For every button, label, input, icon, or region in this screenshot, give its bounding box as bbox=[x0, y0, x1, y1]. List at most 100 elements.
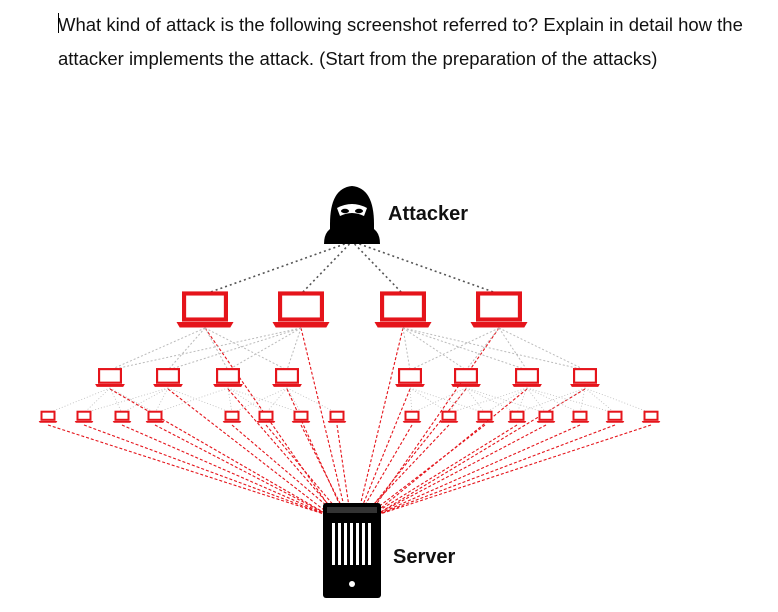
command-link bbox=[359, 243, 500, 295]
attack-line bbox=[357, 388, 411, 517]
bot-laptop-icon bbox=[605, 410, 625, 423]
attack-line bbox=[300, 424, 347, 517]
sub-link bbox=[154, 387, 169, 414]
attack-line bbox=[373, 424, 616, 517]
attack-line bbox=[336, 424, 351, 517]
sub-link bbox=[286, 327, 302, 371]
bot-laptop-icon bbox=[145, 410, 165, 423]
sub-link bbox=[584, 387, 616, 414]
attack-line bbox=[364, 388, 467, 517]
sub-link bbox=[465, 387, 486, 414]
sub-link bbox=[109, 327, 302, 371]
attack-line bbox=[373, 424, 547, 517]
attack-line bbox=[300, 327, 347, 517]
bot-laptop-icon bbox=[256, 410, 276, 423]
attack-line bbox=[227, 388, 339, 517]
server-label: Server bbox=[393, 546, 455, 568]
sub-link bbox=[516, 387, 528, 414]
sub-link bbox=[448, 387, 528, 414]
sub-link bbox=[409, 387, 413, 414]
sub-link bbox=[584, 387, 652, 414]
sub-link bbox=[402, 327, 586, 371]
sub-link bbox=[286, 387, 338, 414]
text-cursor bbox=[58, 13, 59, 33]
sub-link bbox=[402, 327, 467, 371]
bot-laptop-icon bbox=[536, 410, 556, 423]
bot-laptop-icon bbox=[570, 368, 600, 387]
command-link bbox=[204, 243, 345, 295]
sub-link bbox=[109, 387, 123, 414]
sub-link bbox=[109, 387, 156, 414]
sub-link bbox=[227, 387, 302, 414]
bot-laptop-icon bbox=[272, 368, 302, 387]
sub-link bbox=[526, 387, 581, 414]
attack-line bbox=[83, 424, 331, 517]
bot-laptop-icon bbox=[327, 410, 347, 423]
hooded-hacker-icon bbox=[324, 186, 380, 244]
handler-laptop-icon bbox=[176, 291, 234, 328]
handler-laptop-icon bbox=[470, 291, 528, 328]
attack-line bbox=[358, 424, 413, 517]
attack-line bbox=[373, 424, 581, 517]
attack-line bbox=[231, 424, 340, 517]
bot-laptop-icon bbox=[395, 368, 425, 387]
sub-link bbox=[409, 387, 486, 414]
bot-layer bbox=[38, 291, 661, 423]
bot-laptop-icon bbox=[74, 410, 94, 423]
sub-link bbox=[154, 387, 229, 414]
sub-link bbox=[286, 387, 302, 414]
attack-line bbox=[109, 388, 331, 517]
handler-laptop-icon bbox=[374, 291, 432, 328]
server-tower-icon bbox=[323, 503, 381, 598]
sub-link bbox=[402, 327, 411, 371]
bot-laptop-icon bbox=[222, 410, 242, 423]
bot-laptop-icon bbox=[439, 410, 459, 423]
command-link bbox=[300, 243, 351, 295]
sub-link bbox=[83, 387, 111, 414]
attack-line bbox=[204, 327, 337, 517]
sub-link bbox=[47, 387, 111, 414]
bot-laptop-icon bbox=[291, 410, 311, 423]
attack-line bbox=[154, 424, 331, 517]
attack-line bbox=[369, 424, 518, 517]
attack-line bbox=[366, 424, 486, 517]
handler-laptop-icon bbox=[272, 291, 330, 328]
sub-link bbox=[402, 327, 528, 371]
sub-link bbox=[516, 387, 586, 414]
attack-line bbox=[121, 424, 331, 517]
sub-links bbox=[47, 327, 652, 414]
sub-link bbox=[465, 327, 500, 371]
command-links bbox=[204, 243, 500, 295]
bot-laptop-icon bbox=[95, 368, 125, 387]
sub-link bbox=[409, 327, 500, 371]
bot-laptop-icon bbox=[475, 410, 495, 423]
sub-link bbox=[265, 387, 288, 414]
bot-laptop-icon bbox=[641, 410, 661, 423]
sub-link bbox=[227, 387, 267, 414]
bot-laptop-icon bbox=[570, 410, 590, 423]
bot-laptop-icon bbox=[507, 410, 527, 423]
sub-link bbox=[498, 327, 528, 371]
bot-laptop-icon bbox=[153, 368, 183, 387]
attack-line bbox=[373, 388, 586, 517]
attack-lines bbox=[47, 327, 652, 517]
sub-link bbox=[526, 387, 616, 414]
sub-link bbox=[484, 387, 528, 414]
attack-line bbox=[167, 388, 333, 517]
attack-line bbox=[362, 424, 450, 517]
sub-link bbox=[411, 387, 467, 414]
bot-laptop-icon bbox=[38, 410, 58, 423]
sub-link bbox=[204, 327, 288, 371]
sub-link bbox=[579, 387, 586, 414]
bot-laptop-icon bbox=[451, 368, 481, 387]
bot-laptop-icon bbox=[112, 410, 132, 423]
attack-line bbox=[367, 327, 500, 517]
sub-link bbox=[526, 387, 547, 414]
sub-link bbox=[167, 327, 302, 371]
sub-link bbox=[227, 387, 233, 414]
sub-link bbox=[465, 387, 518, 414]
attack-line bbox=[370, 388, 528, 517]
sub-link bbox=[109, 327, 206, 371]
command-link bbox=[353, 243, 404, 295]
